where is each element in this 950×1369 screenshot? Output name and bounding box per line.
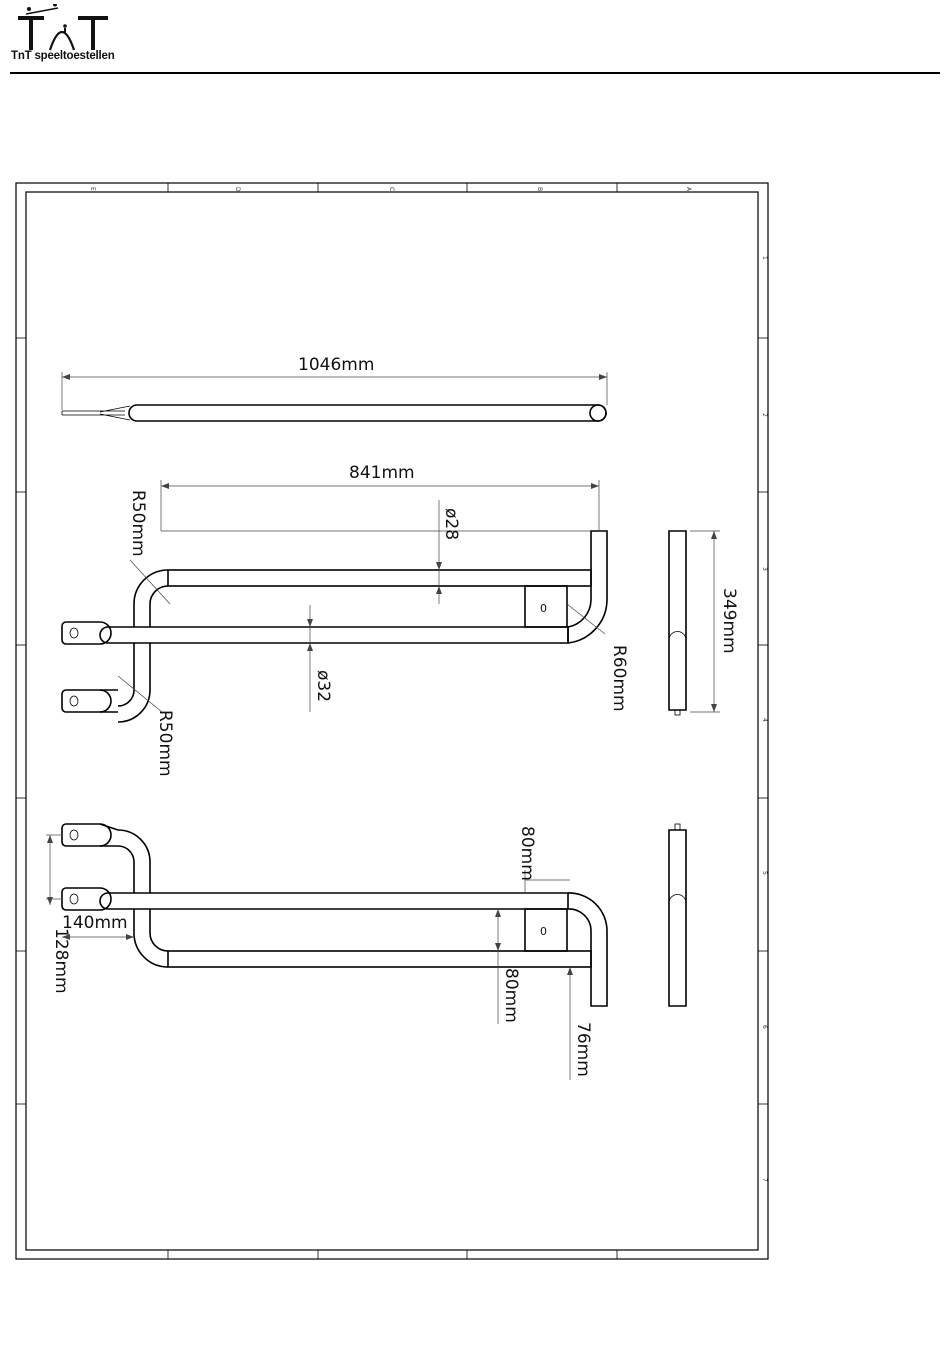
hole-mark-middle: 0: [540, 602, 547, 615]
row-label-1: 1: [761, 256, 768, 260]
row-label-3: 3: [761, 567, 768, 571]
dim-radius-right: R60mm: [609, 645, 629, 712]
dim-offset-right: 76mm: [573, 1022, 593, 1077]
dim-offset-top: 80mm: [517, 826, 537, 881]
dim-diameter-28: ø28: [441, 508, 461, 540]
bent-bar-bottom-view: 0 80mm 80mm 76mm 140mm 128mm: [46, 824, 607, 1080]
straight-bar-view: 1046mm: [62, 355, 607, 421]
row-label-6: 6: [761, 1025, 768, 1029]
side-view-upper: 349mm: [669, 531, 739, 715]
dim-diameter-32: ø32: [313, 670, 333, 702]
dim-radius-lower-left: R50mm: [155, 710, 175, 777]
dim-offset-bottom: 80mm: [501, 968, 521, 1023]
row-label-2: 2: [761, 413, 768, 417]
hole-mark-bottom: 0: [540, 925, 547, 938]
dim-side-height: 349mm: [719, 588, 739, 654]
col-label-c: C: [388, 187, 395, 191]
row-label-7: 7: [761, 1178, 768, 1182]
col-label-e: E: [89, 187, 96, 191]
dim-radius-upper-left: R50mm: [128, 490, 148, 557]
dim-middle-length: 841mm: [349, 463, 415, 483]
bent-bar-view: 0 841mm ø28 ø32 R50mm R50mm R60mm: [62, 463, 629, 777]
col-label-b: B: [536, 187, 543, 191]
dim-height-128: 128mm: [51, 928, 71, 994]
col-label-a: A: [685, 187, 692, 192]
dim-top-length: 1046mm: [298, 355, 374, 375]
frame-row-labels: 1 2 3 4 5 6 7: [761, 256, 768, 1182]
col-label-d: D: [234, 187, 241, 192]
side-view-lower: [669, 824, 686, 1006]
row-label-4: 4: [761, 718, 768, 722]
frame-column-labels: E D C B A: [89, 187, 692, 192]
inner-frame: [26, 192, 758, 1250]
row-label-5: 5: [761, 871, 768, 875]
